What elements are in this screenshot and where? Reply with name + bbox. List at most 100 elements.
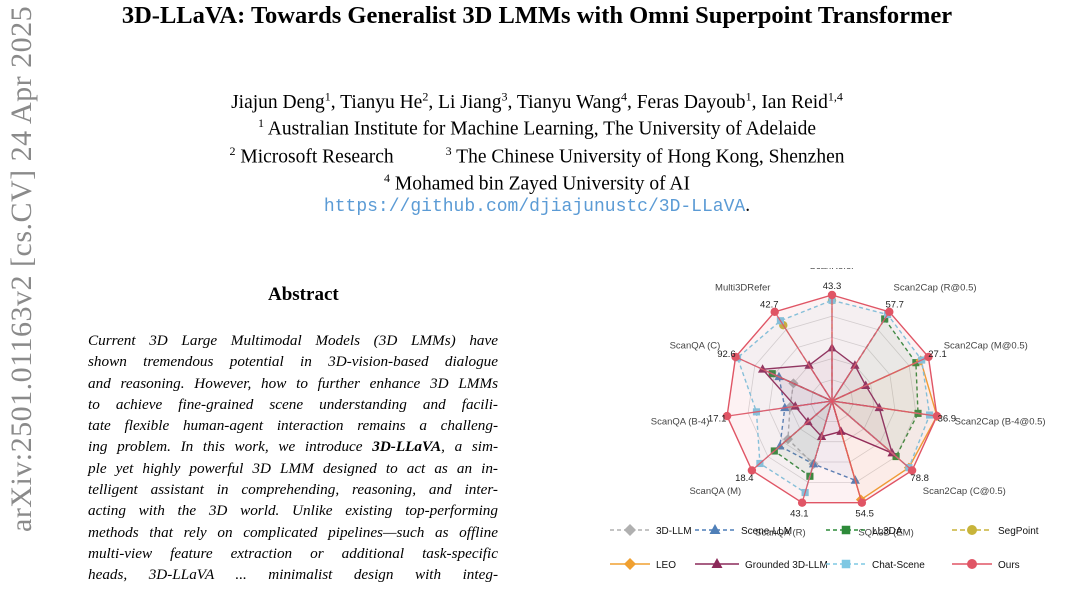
series-spoke-ours xyxy=(831,400,913,471)
author-name: Feras Dayoub1 xyxy=(636,89,752,113)
author-affil-sup: 1,4 xyxy=(827,89,843,103)
legend-marker-segpoint xyxy=(967,525,977,535)
radar-axis-label: ScanQA (M) xyxy=(689,486,741,497)
code-link-line: https://github.com/djiajunustc/3D-LLaVA. xyxy=(323,195,751,218)
code-link[interactable]: https://github.com/djiajunustc/3D-LLaVA xyxy=(323,197,746,218)
radar-max-value: 57.7 xyxy=(885,299,904,310)
author-name: Tianyu He2 xyxy=(340,89,429,113)
series-spoke-ours xyxy=(831,311,890,402)
abstract-bold-name: 3D-LLaVA xyxy=(372,438,442,456)
abstract-line: Current 3D Large Multimodal Models (3D L… xyxy=(88,332,498,349)
abstract-line: and reasoning. However, how to further e… xyxy=(88,374,498,392)
radar-grid-ring xyxy=(768,336,896,463)
radar-grid-ring xyxy=(810,379,854,422)
radar-max-value: 43.1 xyxy=(790,508,809,519)
radar-max-value: 42.7 xyxy=(760,299,779,310)
paper-title: 3D-LLaVA: Towards Generalist 3D LMMs wit… xyxy=(121,2,953,29)
series-spoke-ours xyxy=(831,400,938,417)
legend-marker-ll3da xyxy=(841,525,851,535)
radar-axis-label: ScanQA (C) xyxy=(670,341,721,352)
abstract-body: Current 3D Large Multimodal Models (3D L… xyxy=(88,330,498,586)
author-name: Tianyu Wang4 xyxy=(516,89,627,113)
abstract-line: ing problem. In this work, we introduce … xyxy=(88,438,499,456)
radar-max-value: 78.8 xyxy=(910,473,929,484)
series-spoke-ours xyxy=(735,356,833,402)
series-point-ours xyxy=(722,411,732,421)
series-point-ours xyxy=(747,466,757,475)
series-point-ours xyxy=(885,307,894,317)
legend-label-ll3da: LL3DA xyxy=(872,526,903,537)
legend-label-3d-llm: 3D-LLM xyxy=(656,526,692,537)
radar-axis-label: Scan2Cap (M@0.5) xyxy=(944,341,1028,352)
radar-axis-label: ScanQA (B-4) xyxy=(651,416,710,427)
radar-axis-label: Scan2Cap (R@0.5) xyxy=(894,283,977,294)
abstract-line: tate flexible human-agent interaction re… xyxy=(88,417,498,435)
abstract-line: methods that rely on complicated pipelin… xyxy=(88,523,498,541)
legend-marker-chat-scene xyxy=(841,559,851,569)
series-point-ours xyxy=(857,498,867,507)
author-name: Jiajun Deng1 xyxy=(231,89,331,113)
radar-max-value: 18.4 xyxy=(735,473,754,484)
series-spoke-ours xyxy=(801,400,833,503)
radar-axis-label: ScanRefer xyxy=(810,268,855,272)
series-area-ours xyxy=(726,294,938,504)
series-point-ours xyxy=(932,411,942,421)
abstract-line: shown tremendous potential in 3D-vision-… xyxy=(88,353,498,371)
author-list: Jiajun Deng1, Tianyu He2, Li Jiang3, Tia… xyxy=(231,89,843,113)
legend-label-ours: Ours xyxy=(998,560,1020,571)
series-spoke-ours xyxy=(726,400,833,417)
radar-axis-label: Multi3DRefer xyxy=(715,283,770,294)
series-spoke-ours xyxy=(831,400,863,503)
legend-label-leo: LEO xyxy=(656,560,676,571)
abstract-line: multi-view feature extraction or additio… xyxy=(88,544,498,562)
abstract-line: to achieve fine-grained scene understand… xyxy=(88,395,498,413)
radar-max-value: 43.3 xyxy=(823,281,842,292)
series-point-ours xyxy=(827,290,837,300)
author-affil-sup: 3 xyxy=(501,89,508,103)
radar-axis-label: SQA3D (EM) xyxy=(858,527,913,538)
abstract-line: telligent assistant in comprehending, re… xyxy=(88,481,498,499)
legend-marker-leo xyxy=(624,558,636,570)
series-area-grounded-3d-llm xyxy=(761,347,894,455)
abstract-line: acting with the 3D world. Unlike existin… xyxy=(88,502,498,520)
legend-marker-ours xyxy=(967,559,977,569)
series-point-grounded-3d-llm xyxy=(874,402,884,412)
legend-marker-grounded-3d-llm xyxy=(711,558,723,568)
affiliation-4: 4 Mohamed bin Zayed University of AI xyxy=(383,170,691,195)
legend-label-grounded-3d-llm: Grounded 3D-LLM xyxy=(745,560,828,571)
series-point-ours xyxy=(797,498,807,507)
author-name: Li Jiang3 xyxy=(438,89,508,113)
legend-label-segpoint: SegPoint xyxy=(998,526,1039,537)
series-point-scene-llm xyxy=(780,402,790,412)
affiliation-1: 1 Australian Institute for Machine Learn… xyxy=(257,116,816,140)
radar-grid-ring xyxy=(747,315,917,483)
author-affil-sup: 2 xyxy=(422,89,429,103)
radar-max-value: 92.6 xyxy=(717,349,736,360)
abstract-heading: Abstract xyxy=(268,284,339,305)
author-name: Ian Reid1,4 xyxy=(761,89,843,113)
series-spoke-ours xyxy=(751,400,833,471)
legend-marker-3d-llm xyxy=(624,524,636,536)
radar-max-value: 17.1 xyxy=(708,414,727,425)
legend-label-scene-llm: Scene-LLM xyxy=(741,526,792,537)
abstract-line: heads, 3D-LLaVA ... minimalist design wi… xyxy=(88,566,498,584)
author-affil-sup: 1 xyxy=(324,89,331,103)
series-point-ours xyxy=(770,307,779,317)
abstract-line: ple yet highly powerful 3D LMM designed … xyxy=(88,459,498,477)
series-area-chat-scene xyxy=(736,299,931,494)
radar-axis-label: ScanQA (R) xyxy=(755,527,806,538)
arxiv-stamp: arXiv:2501.01163v2 [cs.CV] 24 Apr 2025 xyxy=(5,5,38,532)
radar-max-value: 36.9 xyxy=(938,414,957,425)
legend-marker-scene-llm xyxy=(709,524,721,534)
series-spoke-ours xyxy=(831,356,929,402)
series-point-grounded-3d-llm xyxy=(790,401,800,410)
series-point-ours xyxy=(907,466,917,475)
radar-max-value: 54.5 xyxy=(855,508,874,519)
series-area-scene-llm xyxy=(778,375,857,482)
radar-axis-label: Scan2Cap (C@0.5) xyxy=(923,486,1006,497)
radar-axis-label: Scan2Cap (B-4@0.5) xyxy=(955,416,1046,427)
radar-chart: ScanRefer 43.3 Scan2Cap (R@0.5) 57.7Scan2Ca… xyxy=(610,268,1046,571)
author-affil-sup: 1 xyxy=(745,89,752,103)
series-point-ours xyxy=(924,352,933,362)
